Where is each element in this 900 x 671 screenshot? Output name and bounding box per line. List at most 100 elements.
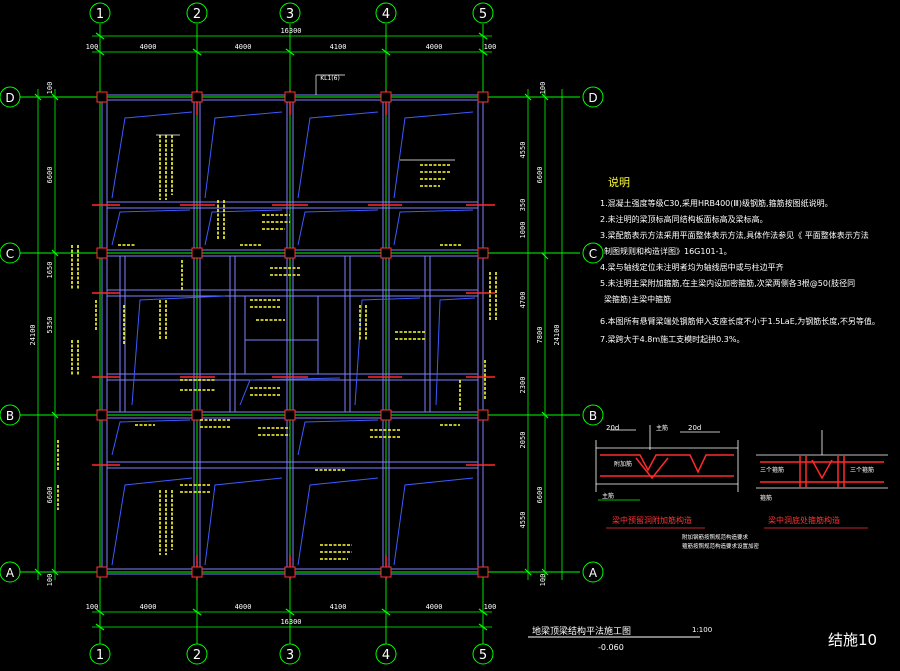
dimension-text: 100 [46, 82, 54, 95]
svg-text:4: 4 [382, 7, 390, 22]
detail-label: 主筋 [656, 424, 668, 432]
beam-label: KL1(6) [320, 75, 340, 82]
axis-bubble-D: D [582, 86, 604, 108]
dimension-text: 100 [484, 43, 497, 51]
axis-bubble-1: 1 [89, 2, 111, 24]
dimension-text: 4550 [519, 142, 527, 159]
dimension-text: 4000 [426, 603, 443, 611]
detail-label: 三个箍筋 [760, 466, 784, 474]
svg-text:B: B [6, 409, 14, 423]
dimension-text: 4700 [519, 292, 527, 309]
axis-bubble-2: 2 [186, 643, 208, 665]
notes-line: 4.梁与轴线定位未注明者均为轴线居中或与柱边平齐 [600, 262, 784, 272]
notes-line: 7.梁跨大于4.8m施工支模时起拱0.3%。 [600, 334, 744, 344]
dimension-text: 100 [539, 82, 547, 95]
dimension-total: 16300 [280, 618, 301, 626]
notes-line: 3.梁配筋表示方法采用平面整体表示方法,具体作法参见《 平面整体表示方法 [600, 230, 869, 240]
dimension-text: 100 [86, 603, 99, 611]
detail-label: 附加筋 [614, 460, 632, 468]
svg-text:A: A [6, 566, 15, 580]
dimension-total: 24100 [553, 324, 561, 345]
dimension-text: 4000 [235, 43, 252, 51]
svg-text:C: C [6, 247, 14, 261]
dimension-text: 2300 [519, 377, 527, 394]
axis-bubble-5: 5 [472, 2, 494, 24]
svg-text:2: 2 [193, 7, 201, 22]
dimension-text: 4000 [140, 43, 157, 51]
axis-bubble-C: C [582, 242, 604, 264]
dimension-total: 16300 [280, 27, 301, 35]
svg-text:1: 1 [96, 7, 104, 22]
dimension-text: 7800 [536, 327, 544, 344]
notes-heading: 说明 [608, 175, 630, 189]
dimension-text: 4000 [235, 603, 252, 611]
dimension-text: 1650 [46, 262, 54, 279]
dimension-text: 6600 [536, 487, 544, 504]
axis-bubble-C: C [0, 242, 21, 264]
svg-text:5: 5 [479, 648, 487, 663]
axis-bubble-4: 4 [375, 2, 397, 24]
notes-line: 6.本图所有悬臂梁端处钢筋伸入支座长度不小于1.5LaE,为钢筋长度,不另等值。 [600, 316, 880, 326]
axis-bubble-5: 5 [472, 643, 494, 665]
dimension-text: 4550 [519, 512, 527, 529]
drawing-scale: 1:100 [692, 626, 712, 634]
dimension-lines [37, 35, 563, 628]
dimension-text: 4100 [330, 603, 347, 611]
title-block: 地梁顶梁结构平法施工图 1:100 -0.060 结施10 [528, 625, 877, 652]
svg-text:3: 3 [286, 7, 294, 22]
dimension-text: 100 [86, 43, 99, 51]
dimension-text: 4100 [330, 43, 347, 51]
detail-right: 三个箍筋 三个箍筋 箍筋 梁中洞底处箍筋构造 [756, 430, 888, 529]
axis-bubble-A: A [0, 561, 21, 583]
svg-text:D: D [588, 91, 597, 105]
dimension-text: 6600 [536, 167, 544, 184]
dimension-text: 6600 [46, 487, 54, 504]
detail-left-caption: 梁中预留洞附加筋构造 [612, 515, 692, 525]
sheet-number: 结施10 [828, 631, 877, 649]
notes-line: 制图规则和构造详图》16G101-1。 [604, 246, 732, 256]
axis-bubble-B: B [0, 404, 21, 426]
notes-line: 1.混凝土强度等级C30,采用HRB400(Ⅲ)级钢筋,箍筋按图纸说明。 [600, 198, 833, 208]
detail-right-caption: 梁中洞底处箍筋构造 [768, 515, 840, 525]
dimension-text: 4000 [426, 43, 443, 51]
svg-text:3: 3 [286, 648, 294, 663]
dimension-texts: 100 4000 4000 4100 4000 100 16300 100 4000 4000 41… [29, 27, 561, 626]
svg-text:4: 4 [382, 648, 390, 663]
detail-note: 箍筋按照规范构造要求设置加密 [682, 542, 760, 550]
axis-bubble-3: 3 [279, 643, 301, 665]
drawing-elevation: -0.060 [598, 643, 624, 652]
detail-dim-b: 20d [688, 424, 701, 432]
dimension-text: 1000 [519, 222, 527, 239]
dimension-total: 24100 [29, 324, 37, 345]
axis-bubble-3: 3 [279, 2, 301, 24]
dimension-text: 6600 [46, 167, 54, 184]
notes-line: 梁箍筋)主梁中箍筋 [604, 294, 671, 304]
beam-annotations [57, 135, 497, 560]
svg-text:C: C [589, 247, 597, 261]
detail-note: 附加钢筋按照规范构造要求 [682, 533, 749, 541]
dimension-ticks [34, 32, 549, 631]
svg-text:5: 5 [479, 7, 487, 22]
svg-text:B: B [589, 409, 597, 423]
notes-line: 2.未注明的梁顶标高同结构板面标高及梁标高。 [600, 214, 768, 224]
svg-text:A: A [589, 566, 598, 580]
drawing-title: 地梁顶梁结构平法施工图 [532, 625, 631, 637]
slab-lines [111, 111, 476, 566]
beam-label-leaders [156, 74, 455, 161]
dimension-text: 100 [46, 574, 54, 587]
svg-text:1: 1 [96, 648, 104, 663]
columns [96, 91, 489, 578]
notes-block: 说明 1.混凝土强度等级C30,采用HRB400(Ⅲ)级钢筋,箍筋按图纸说明。 … [600, 175, 880, 344]
dimension-text: 5350 [46, 317, 54, 334]
detail-label: 主筋 [602, 492, 614, 500]
rebar-marks [92, 90, 495, 580]
axis-bubble-D: D [0, 86, 21, 108]
svg-text:D: D [5, 91, 14, 105]
axis-bubble-B: B [582, 404, 604, 426]
axis-bubble-2: 2 [186, 2, 208, 24]
dimension-text: 100 [484, 603, 497, 611]
dimension-text: 100 [539, 574, 547, 587]
